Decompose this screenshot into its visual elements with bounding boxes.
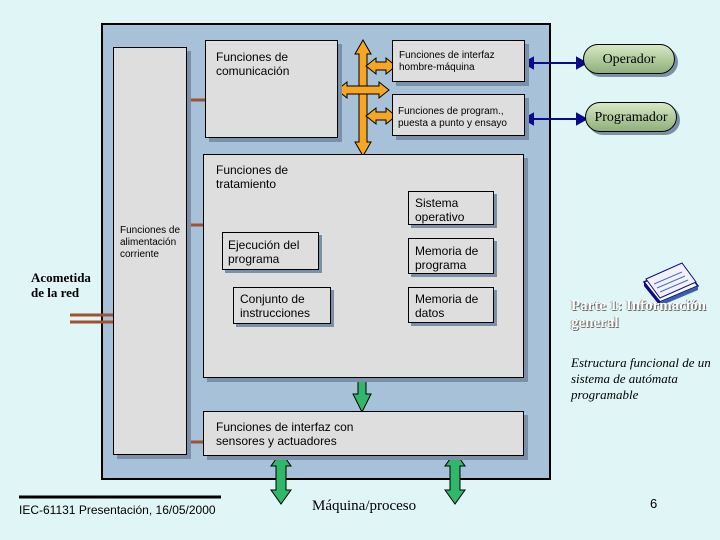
acometida-label: Acometida de la red xyxy=(31,270,91,300)
comunicacion-label: Funciones de comunicación xyxy=(216,50,290,78)
conjunto-label: Conjunto de instrucciones xyxy=(240,292,311,320)
tratamiento-label: Funciones de tratamiento xyxy=(216,163,289,191)
comunicacion-box xyxy=(205,40,338,138)
memoria-datos-box xyxy=(408,287,494,323)
interfaz-sensores-box xyxy=(203,411,524,456)
arrow-io-right xyxy=(444,451,466,505)
sistema-operativo-label: Sistema operativo xyxy=(415,196,465,224)
interfaz-sensores-label: Funciones de interfaz con sensores y act… xyxy=(216,420,354,448)
parte-title: Parte 1: Información general xyxy=(571,298,706,331)
memoria-datos-label: Memoria de datos xyxy=(415,292,479,320)
ejecucion-label: Ejecución del programa xyxy=(228,238,300,266)
footer-presentation: IEC-61131 Presentación, 16/05/2000 xyxy=(19,503,216,517)
arrow-operador xyxy=(521,56,589,70)
page-number: 6 xyxy=(650,496,658,511)
memoria-programa-box xyxy=(408,238,494,274)
ejecucion-box xyxy=(222,232,319,270)
arrow-programador xyxy=(521,112,589,126)
conjunto-box xyxy=(233,287,331,324)
sistema-operativo-box xyxy=(408,191,494,225)
interfaz-hm-label: Funciones de interfaz hombre-máquina xyxy=(399,50,495,73)
arrow-com-bus xyxy=(336,80,390,100)
book-icon xyxy=(642,262,700,306)
arrow-io-left xyxy=(270,451,292,505)
program-box xyxy=(392,94,525,136)
alimentacion-label: Funciones de alimentación corriente xyxy=(120,225,181,260)
arrow-bus-top xyxy=(354,38,372,158)
alimentacion-box xyxy=(113,47,187,455)
programador-pill: Programador xyxy=(585,102,677,132)
maquina-label: Máquina/proceso xyxy=(312,498,417,514)
parte-subtitle: Estructura funcional de un sistema de au… xyxy=(571,355,711,402)
interfaz-hm-box xyxy=(392,40,525,82)
memoria-programa-label: Memoria de programa xyxy=(415,244,479,272)
program-label: Funciones de program., puesta a punto y … xyxy=(398,106,507,129)
operador-pill: Operador xyxy=(583,44,675,74)
